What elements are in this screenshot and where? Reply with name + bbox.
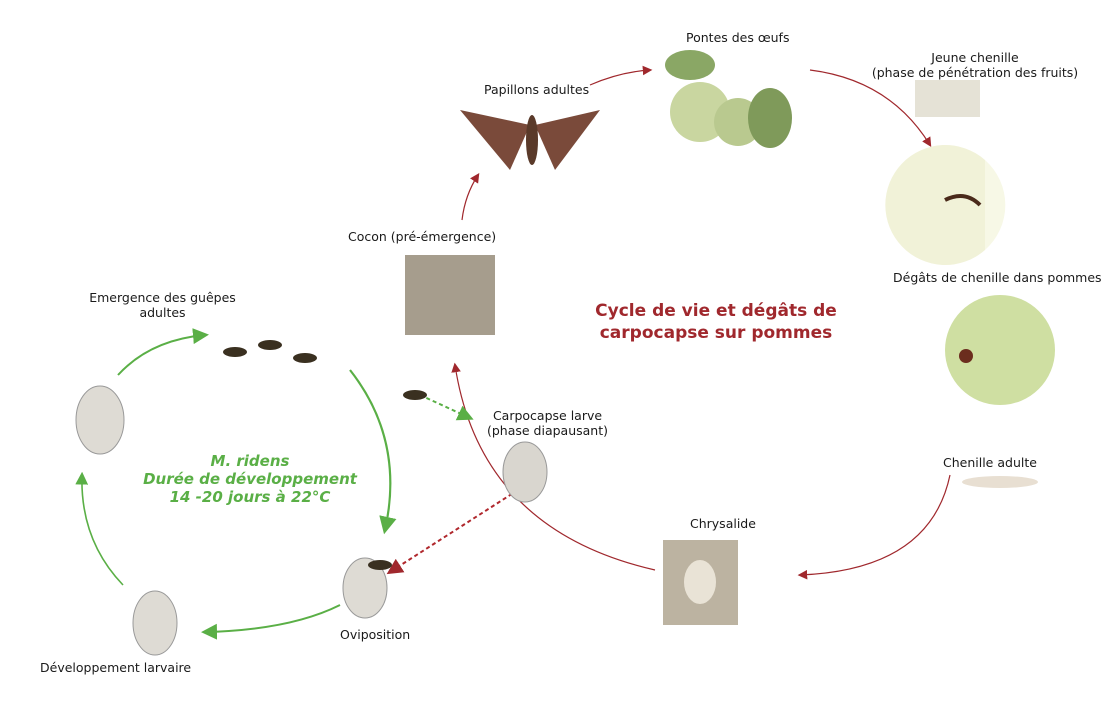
- egg-stage-2-illustration: [132, 590, 178, 656]
- oviposition-cocoon-illustration: [342, 557, 388, 619]
- label-pontes: Pontes des œufs: [686, 30, 790, 45]
- label-degats: Dégâts de chenille dans pommes: [893, 270, 1102, 285]
- arrow-larve-oviposition: [386, 489, 519, 575]
- arrow-oviposition-dev: [201, 604, 341, 640]
- caterpillar-illustration: [962, 476, 1038, 488]
- arrow-guepes-oviposition: [349, 369, 397, 535]
- label-chenille-adulte: Chenille adulte: [943, 455, 1037, 470]
- arrow-chrysalide-larve: [451, 362, 656, 571]
- label-dev-larvaire: Développement larvaire: [40, 660, 192, 675]
- arrow-pontes-jeune: [809, 69, 932, 148]
- diagram-title: Cycle de vie et dégâts de carpocapse sur…: [595, 301, 837, 343]
- label-papillons: Papillons adultes: [484, 82, 590, 97]
- parasitoid-info: M. ridens Durée de développement 14 -20 …: [143, 452, 357, 506]
- wasps-illustration: [223, 340, 427, 570]
- damaged-apple-illustration: [945, 295, 1055, 405]
- cut-apple-illustration: [885, 145, 1006, 266]
- moth-illustration: [460, 110, 600, 170]
- arrow-papillons-pontes: [589, 65, 653, 86]
- label-jeune-chenille: Jeune chenille (phase de pénétration des…: [871, 50, 1079, 80]
- young-caterpillar-illustration: [915, 80, 980, 117]
- egg-stage-1-illustration: [75, 385, 125, 455]
- cocoon-illustration: [405, 255, 495, 335]
- label-emergence: Emergence des guêpes adultes: [89, 290, 236, 320]
- arrow-dev-emergence: [75, 471, 124, 586]
- label-chrysalide: Chrysalide: [690, 516, 756, 531]
- label-oviposition: Oviposition: [340, 627, 411, 642]
- label-larve: Carpocapse larve (phase diapausant): [486, 408, 609, 438]
- larva-cocoon-illustration: [502, 441, 548, 503]
- arrow-emergence: [117, 328, 209, 376]
- arrow-guepe-larve: [419, 394, 474, 421]
- apple-eggs-illustration: [665, 50, 792, 148]
- label-cocon: Cocon (pré-émergence): [348, 229, 497, 244]
- arrow-adulte-chrysalide: [797, 474, 951, 580]
- arrow-cocon-papillons: [461, 172, 480, 221]
